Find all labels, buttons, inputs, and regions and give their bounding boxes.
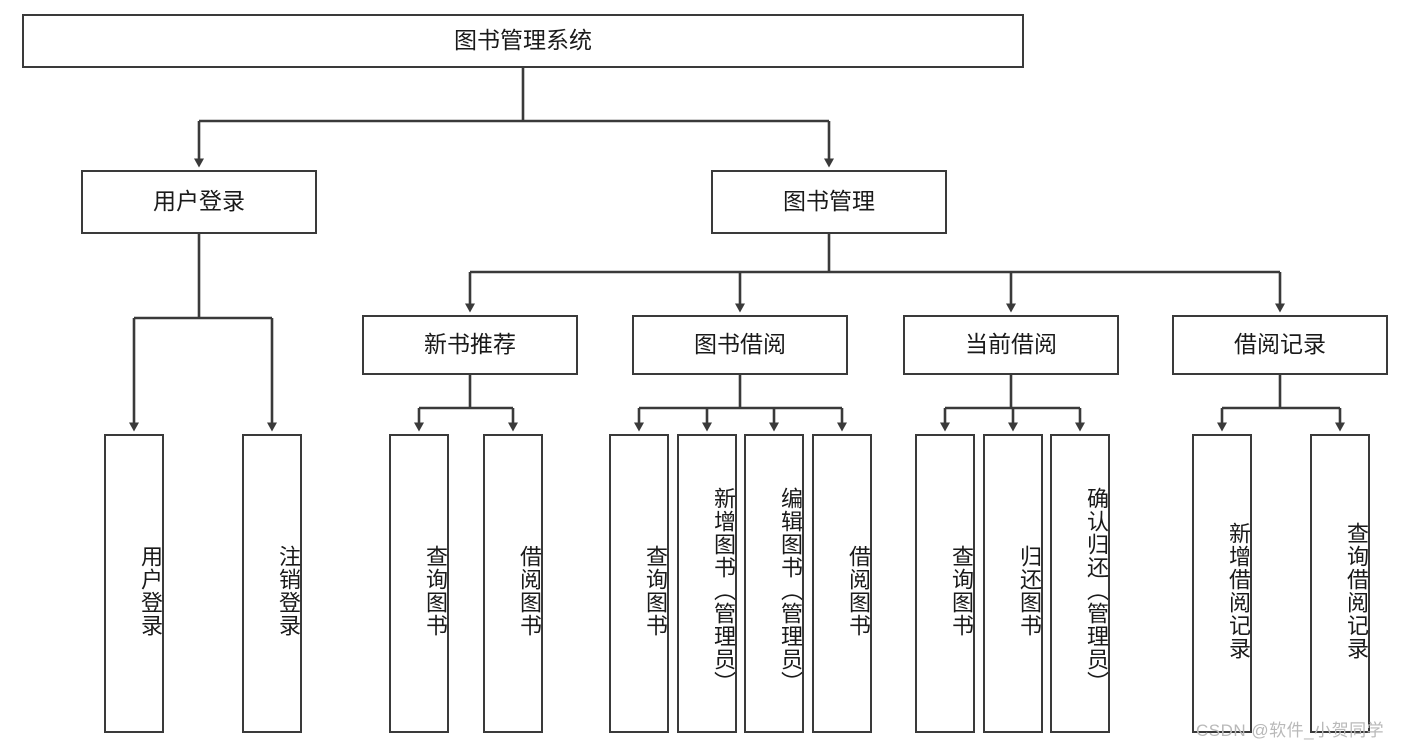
leaf-node-leaf-current-return-book[interactable]: 归还图书 [983, 434, 1043, 733]
level2-node-user-login[interactable]: 用户登录 [81, 170, 317, 234]
leaf-node-leaf-rec-borrow-book[interactable]: 借阅图书 [483, 434, 543, 733]
leaf-node-leaf-borrow-borrow-book[interactable]: 借阅图书 [812, 434, 872, 733]
csdn-watermark: CSDN @软件_小贺同学 [1196, 721, 1385, 740]
leaf-node-leaf-borrow-edit-book[interactable]: 编辑图书（管理员） [744, 434, 804, 733]
node-label: 归还图书 [1017, 544, 1042, 637]
node-label: 查询图书 [423, 544, 448, 637]
node-label: 图书管理 [783, 188, 875, 215]
node-label: 图书借阅 [694, 331, 786, 358]
leaf-node-leaf-current-query-book[interactable]: 查询图书 [915, 434, 975, 733]
node-label: 查询图书 [643, 544, 668, 637]
level3-node-book-borrow[interactable]: 图书借阅 [632, 315, 848, 375]
node-label: 查询图书 [949, 544, 974, 637]
node-label: 注销登录 [276, 544, 301, 637]
node-label: 借阅图书 [517, 544, 542, 637]
node-label: 新增借阅记录 [1226, 521, 1251, 660]
leaf-node-leaf-record-query[interactable]: 查询借阅记录 [1310, 434, 1370, 733]
node-label: 借阅图书 [846, 544, 871, 637]
level3-node-new-book-rec[interactable]: 新书推荐 [362, 315, 578, 375]
node-label: 编辑图书（管理员） [778, 487, 803, 694]
node-label: 新书推荐 [424, 331, 516, 358]
node-label: 图书管理系统 [454, 27, 592, 54]
leaf-node-leaf-current-confirm-return[interactable]: 确认归还（管理员） [1050, 434, 1110, 733]
level2-node-book-manage[interactable]: 图书管理 [711, 170, 947, 234]
node-label: 用户登录 [153, 188, 245, 215]
leaf-node-leaf-record-add[interactable]: 新增借阅记录 [1192, 434, 1252, 733]
leaf-node-leaf-borrow-add-book[interactable]: 新增图书（管理员） [677, 434, 737, 733]
node-label: 当前借阅 [965, 331, 1057, 358]
level3-node-borrow-record[interactable]: 借阅记录 [1172, 315, 1388, 375]
leaf-node-leaf-user-login[interactable]: 用户登录 [104, 434, 164, 733]
leaf-node-leaf-user-logout[interactable]: 注销登录 [242, 434, 302, 733]
level3-node-current-borrow[interactable]: 当前借阅 [903, 315, 1119, 375]
node-label: 借阅记录 [1234, 331, 1326, 358]
node-label: 用户登录 [138, 544, 163, 637]
leaf-node-leaf-rec-query-book[interactable]: 查询图书 [389, 434, 449, 733]
root-node-root[interactable]: 图书管理系统 [22, 14, 1024, 68]
leaf-node-leaf-borrow-query-book[interactable]: 查询图书 [609, 434, 669, 733]
node-label: 新增图书（管理员） [711, 487, 736, 694]
node-label: 确认归还（管理员） [1084, 487, 1109, 694]
node-label: 查询借阅记录 [1344, 521, 1369, 660]
